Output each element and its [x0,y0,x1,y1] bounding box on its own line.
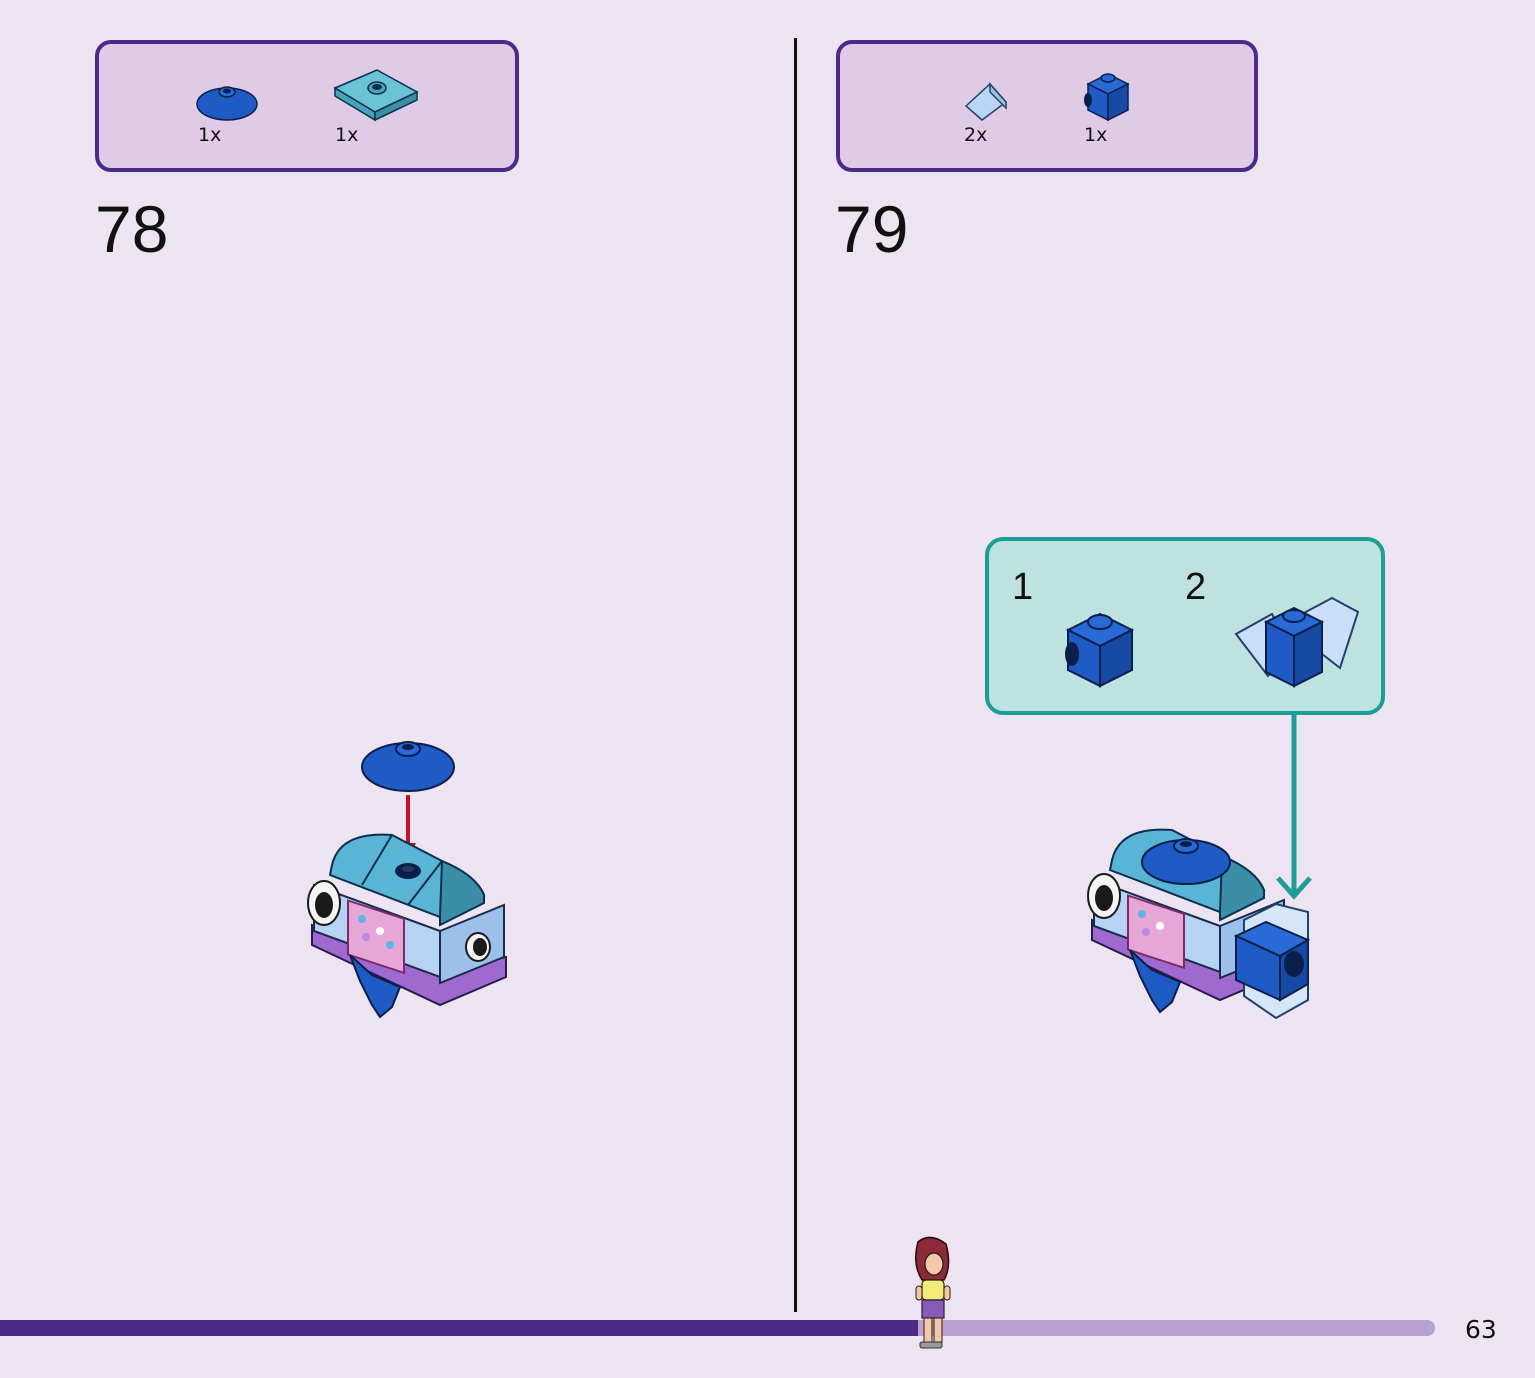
brick-with-slopes-subassembly-icon [1234,596,1360,688]
minidoll-figure-icon [915,1236,951,1349]
substep-number-2: 2 [1185,566,1207,608]
part-quantity: 1x [1084,124,1108,146]
substep-number-1: 1 [1012,566,1034,608]
substep-connector-arrow [1276,714,1312,900]
progress-bar-fill [0,1320,919,1336]
step-number-79: 79 [835,192,909,266]
step-number-78: 78 [95,192,169,266]
part-quantity: 1x [198,124,222,146]
blue-brick-with-side-stud-piece-icon [1084,73,1130,122]
model-assembly-78-illustration [307,741,507,1019]
part-quantity: 1x [335,124,359,146]
blue-brick-subassembly-icon [1065,612,1135,688]
step-78-parts-box: 1x 1x [95,40,519,172]
page-divider [794,38,797,1312]
pale-blue-slope-piece-icon [964,82,1008,121]
light-blue-tile-with-stud-piece-icon [333,69,419,122]
step-79-parts-box [836,40,1258,172]
blue-round-dish-piece-icon [196,86,258,121]
progress-bar [0,1320,1435,1336]
model-assembly-79-illustration [1087,828,1311,1020]
part-quantity: 2x [964,124,988,146]
page-number: 63 [1465,1315,1497,1344]
